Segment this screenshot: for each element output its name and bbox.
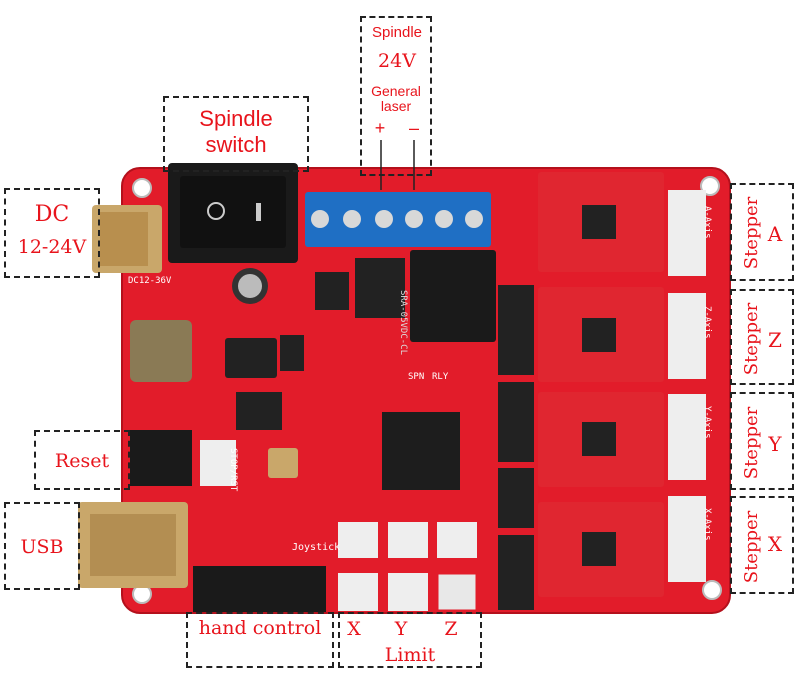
silk-rly: RLY <box>432 372 449 382</box>
terminal-block <box>305 192 491 247</box>
callout-spindle-24v <box>360 16 432 176</box>
label-limit-y: Y <box>394 618 408 640</box>
label-axis-y: Y <box>768 432 782 456</box>
microcontroller <box>382 412 460 490</box>
callout-stepper-z <box>730 289 794 385</box>
callout-limit <box>338 612 482 668</box>
label-stepper-z: Stepper <box>741 302 762 376</box>
label-24v: 24V <box>378 50 416 72</box>
callout-stepper-y <box>730 392 794 490</box>
mount-hole <box>702 580 722 600</box>
silk-a-axis: A-Axis <box>702 206 712 239</box>
silk-stop-rst: STOP/RST <box>228 448 238 492</box>
silk-z-axis: Z-Axis <box>702 306 712 339</box>
label-dc: DC <box>34 202 70 227</box>
joystick-header <box>193 566 326 612</box>
label-minus: – <box>408 118 419 138</box>
label-axis-z: Z <box>768 328 782 352</box>
label-stepper-a: Stepper <box>741 196 762 270</box>
callout-usb <box>4 502 80 590</box>
mount-hole <box>132 178 152 198</box>
label-axis-x: X <box>767 532 783 556</box>
silk-dc-in: DC12-36V <box>128 276 172 286</box>
label-spindle-top: Spindle <box>371 24 423 41</box>
pcb-board <box>122 168 730 613</box>
silk-relay-model: SRA-05VDC-CL <box>398 290 408 356</box>
reset-button <box>268 448 298 478</box>
callout-spindle-switch <box>163 96 309 172</box>
label-general-laser: General laser <box>371 83 421 114</box>
label-hand-control: hand control <box>198 617 322 639</box>
silk-y-axis: Y-Axis <box>702 406 712 439</box>
silk-joystick: Joystick <box>292 542 341 553</box>
label-plus: + <box>374 118 386 138</box>
label-spindle-switch: Spindle switch <box>199 106 273 157</box>
relay <box>410 250 496 342</box>
label-dc-range: 12-24V <box>17 236 87 258</box>
label-stepper-x: Stepper <box>741 510 762 584</box>
label-stepper-y: Stepper <box>741 406 762 480</box>
label-limit-x: X <box>347 618 361 640</box>
callout-stepper-a <box>730 183 794 281</box>
callout-hand-control <box>186 612 334 668</box>
silk-x-axis: X-Axis <box>702 508 712 541</box>
label-limit-z: Z <box>444 618 458 640</box>
label-limit: Limit <box>384 644 436 666</box>
label-axis-a: A <box>767 222 783 246</box>
silk-spn: SPN <box>408 372 425 382</box>
callout-dc <box>4 188 100 278</box>
callout-stepper-x <box>730 496 794 594</box>
label-usb: USB <box>20 536 64 558</box>
callout-reset <box>34 430 130 490</box>
label-reset: Reset <box>54 450 110 472</box>
